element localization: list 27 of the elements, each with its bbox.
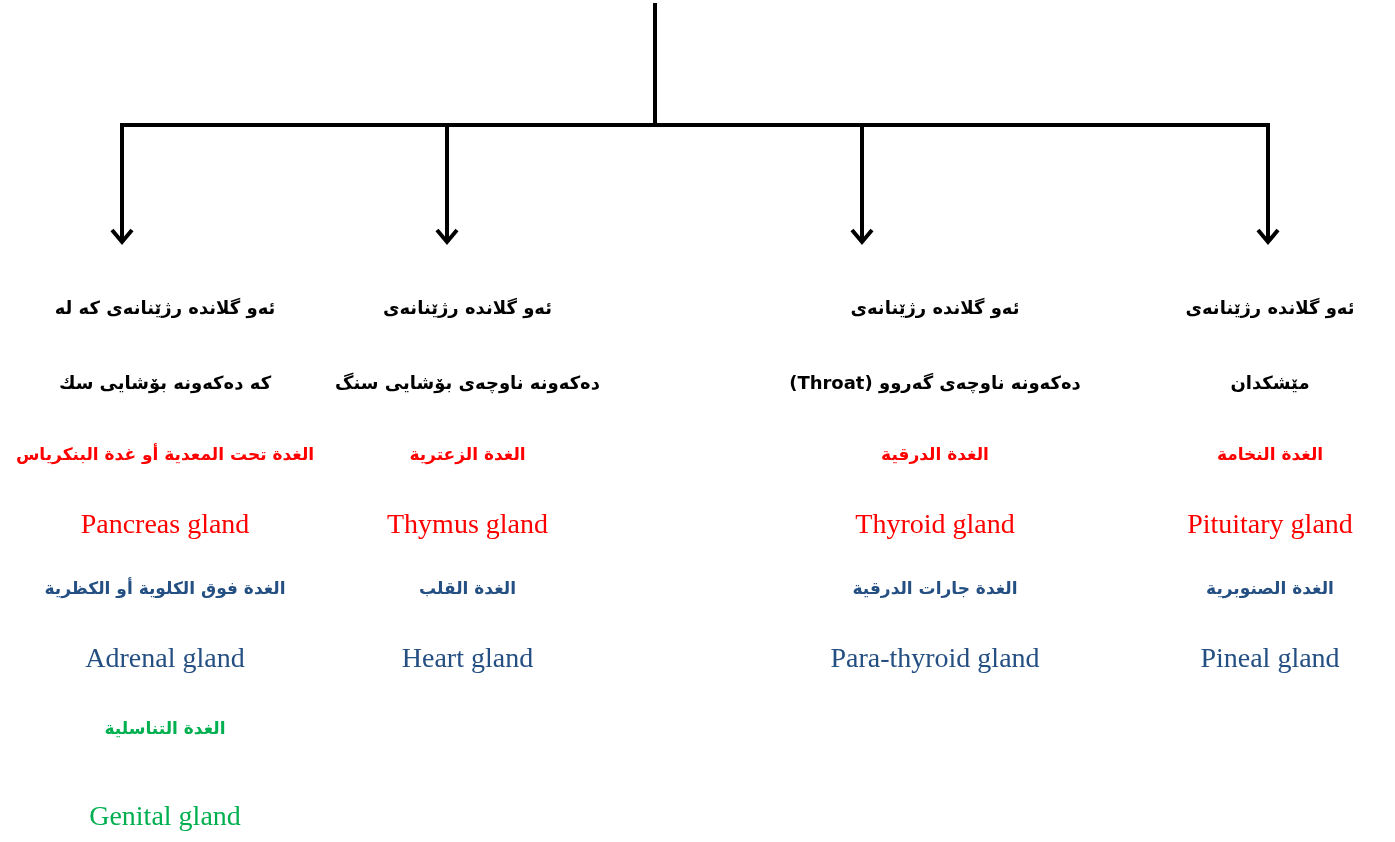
arabic-gland-name: الغدة فوق الكلوية أو الكظرية: [44, 576, 286, 601]
heading-text: ئەو گلاندە رژێنانەی کە لە: [54, 296, 276, 321]
arabic-gland-name: الغدة تحت المعدية أو غدة البنكرياس: [15, 442, 315, 467]
arabic-gland-name: الغدة التناسلية: [104, 717, 226, 740]
heading-text: دەکەونە ناوچەی بۆشایی سنگ: [335, 371, 600, 396]
gland-name: Heart gland: [401, 642, 534, 674]
heading-text: دەکەونە ناوچەی گەروو (Throat): [789, 371, 1081, 396]
gland-name: Pituitary gland: [1187, 508, 1353, 540]
heading-text: ئەو گلاندە رژێنانەی: [850, 296, 1020, 321]
gland-name: Para-thyroid gland: [830, 642, 1040, 674]
arabic-gland-name: الغدة القلب: [419, 577, 516, 600]
arabic-gland-name: الغدة الصنوبرية: [1206, 577, 1334, 601]
gland-name: Thyroid gland: [855, 508, 1015, 540]
gland-name: Genital gland: [89, 800, 241, 832]
heading-text: ئەو گلاندە رژێنانەی: [382, 296, 553, 321]
arabic-gland-name: الغدة النخامة: [1216, 443, 1324, 466]
gland-name: Adrenal gland: [85, 642, 245, 674]
heading-text: ئەو گلاندە رژێنانەی: [1185, 296, 1355, 321]
arrow: [653, 3, 1280, 244]
heading-text: کە دەکەونە بۆشایی سك: [58, 371, 272, 396]
arabic-gland-name: الغدة الدرقية: [881, 443, 989, 466]
heading-text: مێشکدان: [1230, 371, 1310, 395]
gland-name: Pineal gland: [1200, 642, 1340, 674]
gland-name: Pancreas gland: [80, 508, 250, 540]
arabic-gland-name: الغدة جارات الدرقية: [852, 577, 1018, 600]
gland-name: Thymus gland: [387, 508, 548, 540]
arabic-gland-name: الغدة الزعترية: [409, 443, 526, 467]
